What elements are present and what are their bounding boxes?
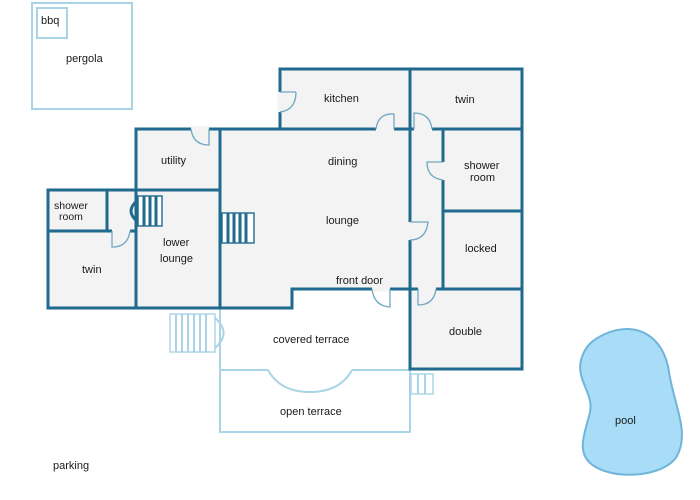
terrace-steps-right <box>410 373 434 395</box>
pool-shape <box>579 328 683 476</box>
room-dining-lounge <box>218 67 412 310</box>
stairs-lower-lounge <box>129 195 163 227</box>
label-pool: pool <box>615 415 636 427</box>
label-bbq: bbq <box>41 15 59 27</box>
label-twin-top: twin <box>455 94 475 106</box>
label-double: double <box>449 326 482 338</box>
covered-terrace-area <box>219 307 410 394</box>
pergola-area <box>31 2 133 110</box>
label-shower-room-left-line1: shower <box>54 200 88 212</box>
terrace-steps-left <box>169 313 225 353</box>
stairs-lounge <box>221 212 255 244</box>
label-dining: dining <box>328 156 357 168</box>
open-terrace-area <box>219 370 411 433</box>
label-covered-terrace: covered terrace <box>273 334 349 346</box>
label-locked: locked <box>465 243 497 255</box>
label-utility: utility <box>161 155 187 167</box>
label-shower-room-right-line2: room <box>470 172 495 184</box>
label-shower-room-right-line1: shower <box>464 160 500 172</box>
label-pergola: pergola <box>66 53 104 65</box>
label-twin-left: twin <box>82 264 102 276</box>
bbq-box <box>36 7 68 39</box>
label-lounge: lounge <box>326 215 359 227</box>
label-open-terrace: open terrace <box>280 406 342 418</box>
label-lower-lounge-line2: lounge <box>160 253 193 265</box>
door-swings <box>111 91 446 308</box>
label-parking: parking <box>53 460 89 472</box>
label-kitchen: kitchen <box>324 93 359 105</box>
building <box>46 67 524 371</box>
label-front-door: front door <box>336 275 383 287</box>
label-lower-lounge-line1: lower <box>163 237 190 249</box>
label-shower-room-left-line2: room <box>59 211 83 223</box>
room-right-column <box>408 127 524 291</box>
